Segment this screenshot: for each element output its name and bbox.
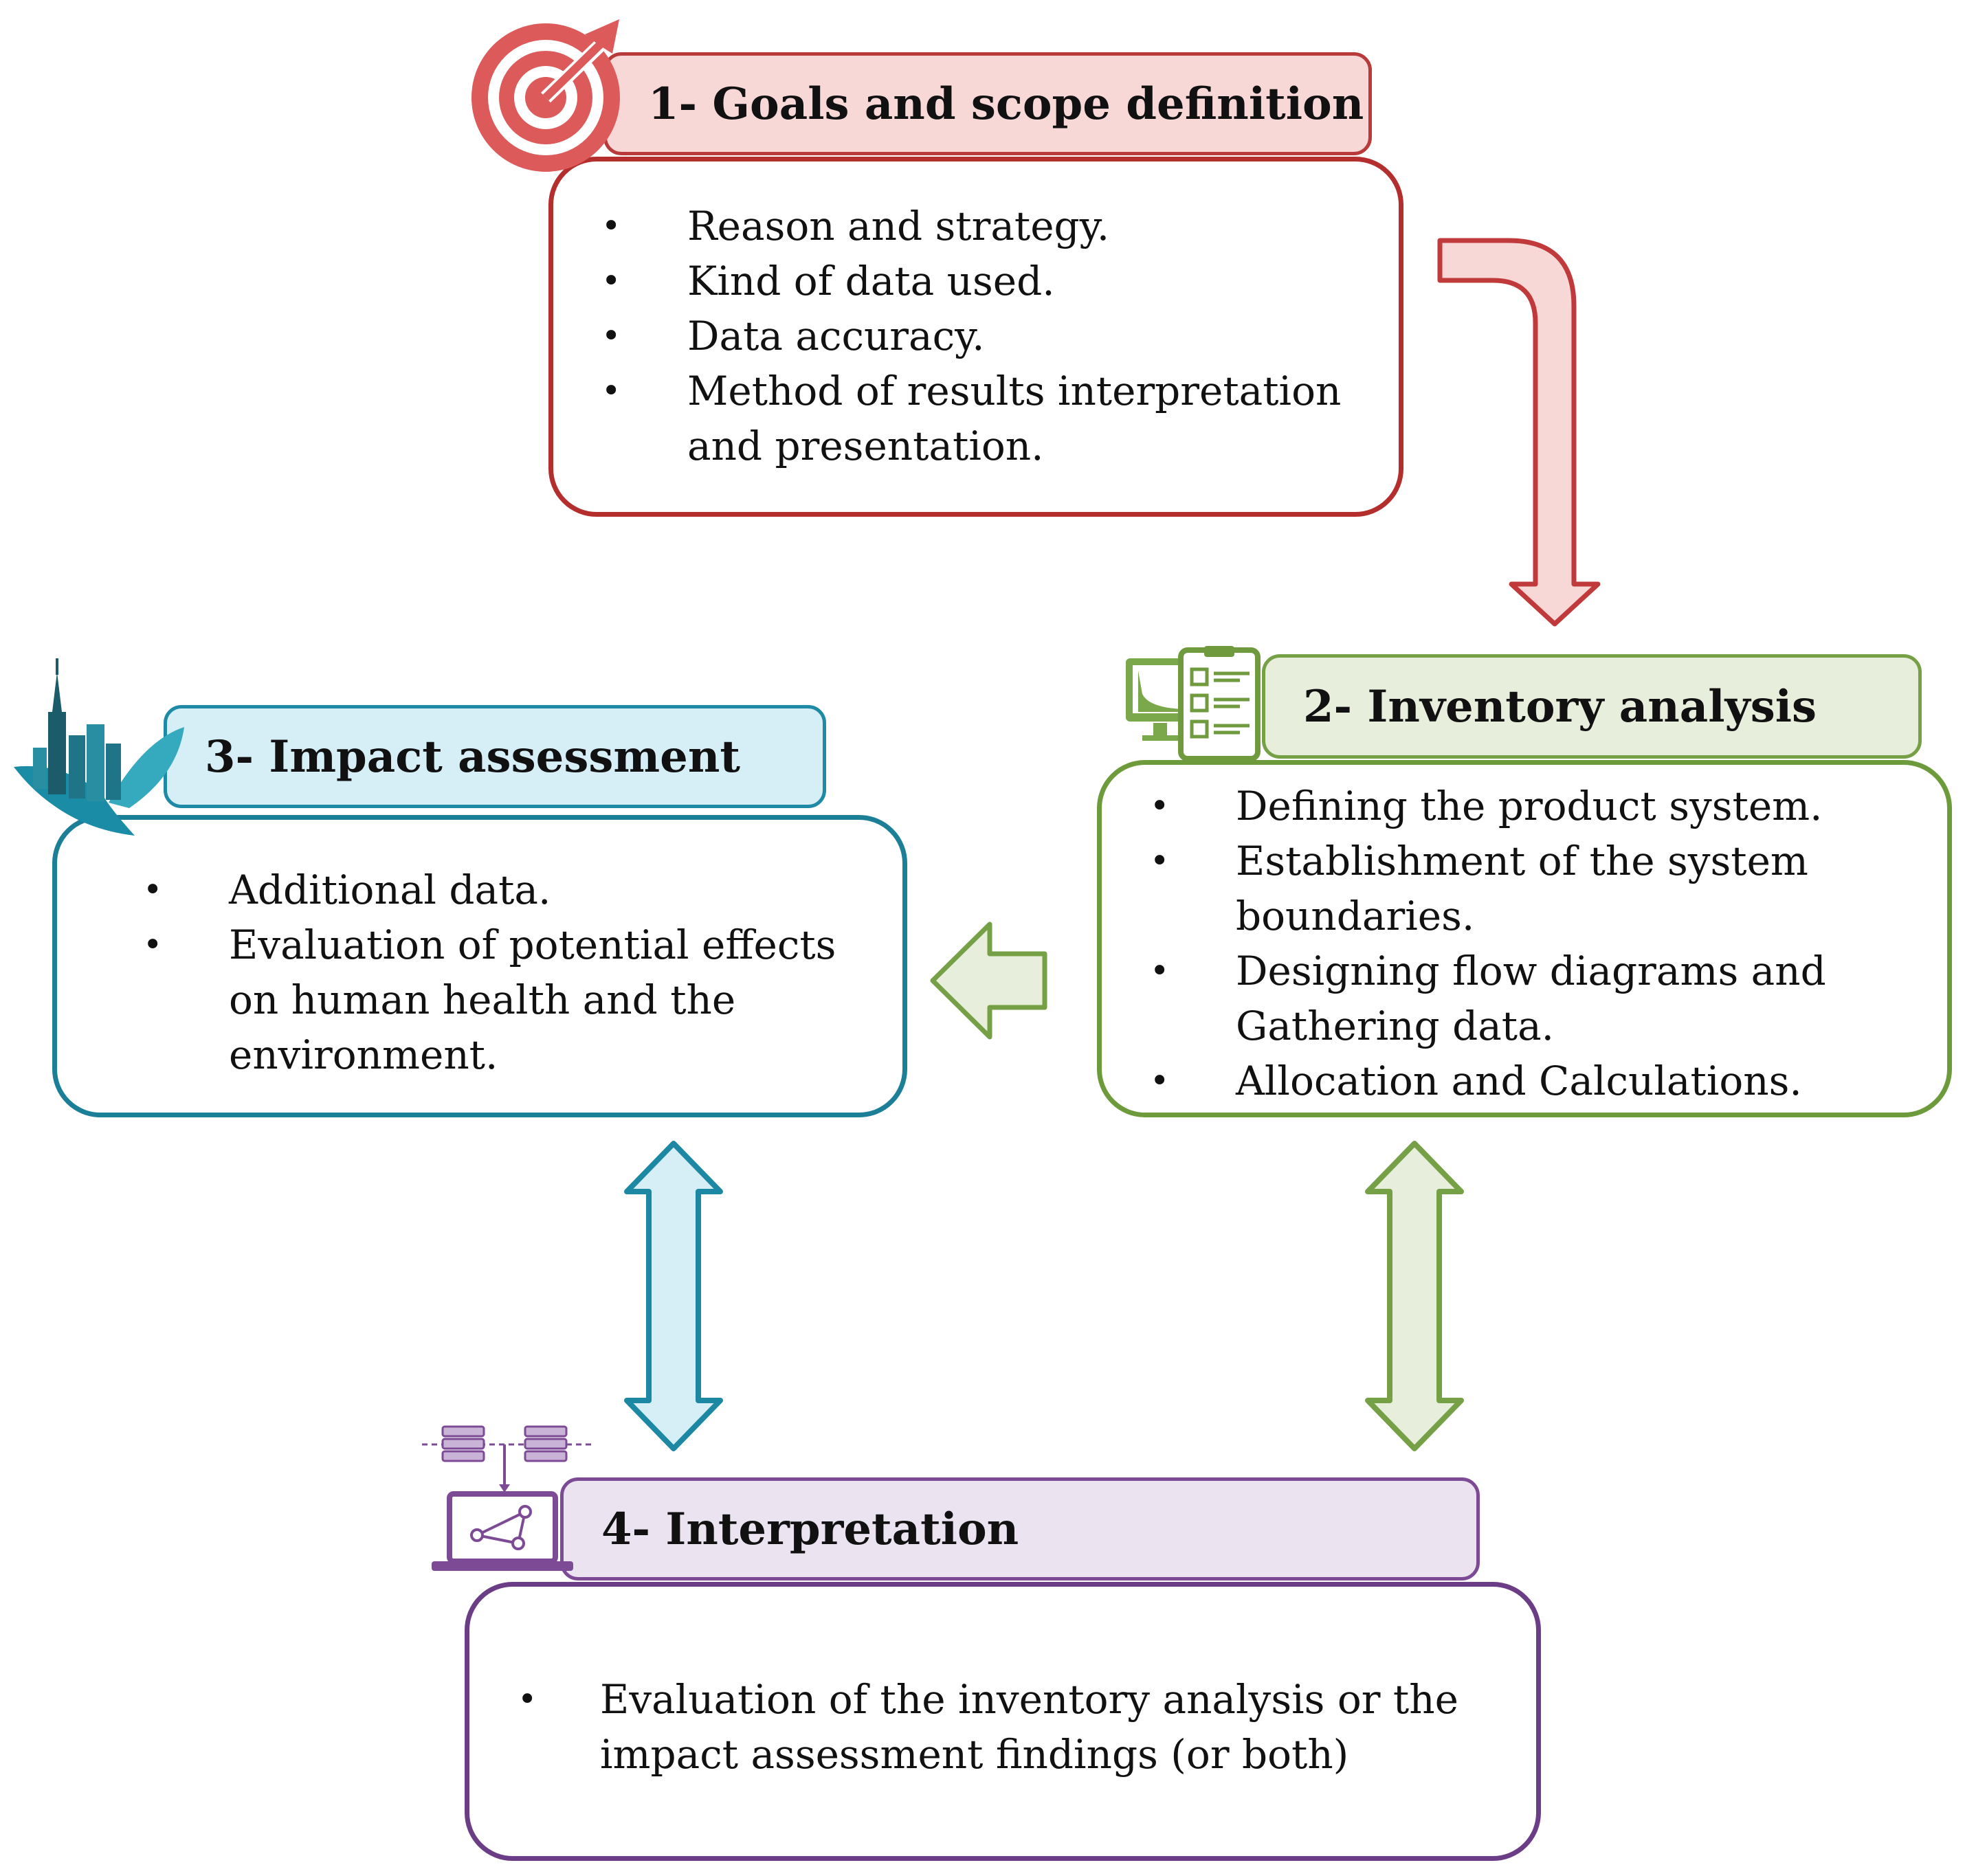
list-item: Establishment of the system boundaries. xyxy=(1102,834,1920,943)
inventory-analysis-title: 2- Inventory analysis xyxy=(1262,654,1922,759)
interpretation-list: Evaluation of the inventory analysis or … xyxy=(469,1672,1495,1782)
list-item: Allocation and Calculations. xyxy=(1102,1053,1920,1108)
city-leaf-icon xyxy=(14,658,184,836)
goals-scope-title-text: 1- Goals and scope definition xyxy=(648,78,1364,130)
list-item: Data accuracy. xyxy=(553,309,1371,364)
impact-assessment-title-text: 3- Impact assessment xyxy=(205,730,740,783)
inventory-analysis-box: Defining the product system. Establishme… xyxy=(1097,760,1952,1117)
impact-assessment-title: 3- Impact assessment xyxy=(164,705,826,808)
list-item: Defining the product system. xyxy=(1102,779,1920,834)
impact-assessment-box: Additional data. Evaluation of potential… xyxy=(52,815,907,1117)
interpretation-box: Evaluation of the inventory analysis or … xyxy=(465,1582,1541,1861)
list-item: Additional data. xyxy=(57,862,875,917)
goals-scope-title: 1- Goals and scope definition xyxy=(603,52,1372,155)
bent-arrow-goals-to-inventory xyxy=(1437,238,1601,627)
goals-scope-list: Reason and strategy. Kind of data used. … xyxy=(553,199,1371,473)
goals-scope-box: Reason and strategy. Kind of data used. … xyxy=(548,157,1403,517)
interpretation-title-text: 4- Interpretation xyxy=(601,1503,1019,1555)
interpretation-title: 4- Interpretation xyxy=(560,1477,1480,1581)
list-item: Evaluation of the inventory analysis or … xyxy=(469,1672,1495,1782)
list-item: Method of results interpretation and pre… xyxy=(553,364,1371,473)
list-item: Evaluation of potential effects on human… xyxy=(57,917,875,1082)
list-item: Reason and strategy. xyxy=(553,199,1371,254)
list-item: Kind of data used. xyxy=(553,254,1371,309)
target-icon xyxy=(471,19,620,172)
inventory-analysis-title-text: 2- Inventory analysis xyxy=(1303,680,1817,733)
double-arrow-inventory-interpretation xyxy=(1365,1141,1464,1451)
list-item: Designing flow diagrams and Gathering da… xyxy=(1102,943,1920,1053)
monitor-checklist-icon xyxy=(1126,646,1261,761)
database-laptop-icon xyxy=(422,1425,594,1571)
left-arrow-inventory-to-impact xyxy=(930,922,1047,1040)
double-arrow-impact-interpretation xyxy=(624,1141,723,1451)
impact-assessment-list: Additional data. Evaluation of potential… xyxy=(57,862,875,1082)
inventory-analysis-list: Defining the product system. Establishme… xyxy=(1102,779,1920,1108)
